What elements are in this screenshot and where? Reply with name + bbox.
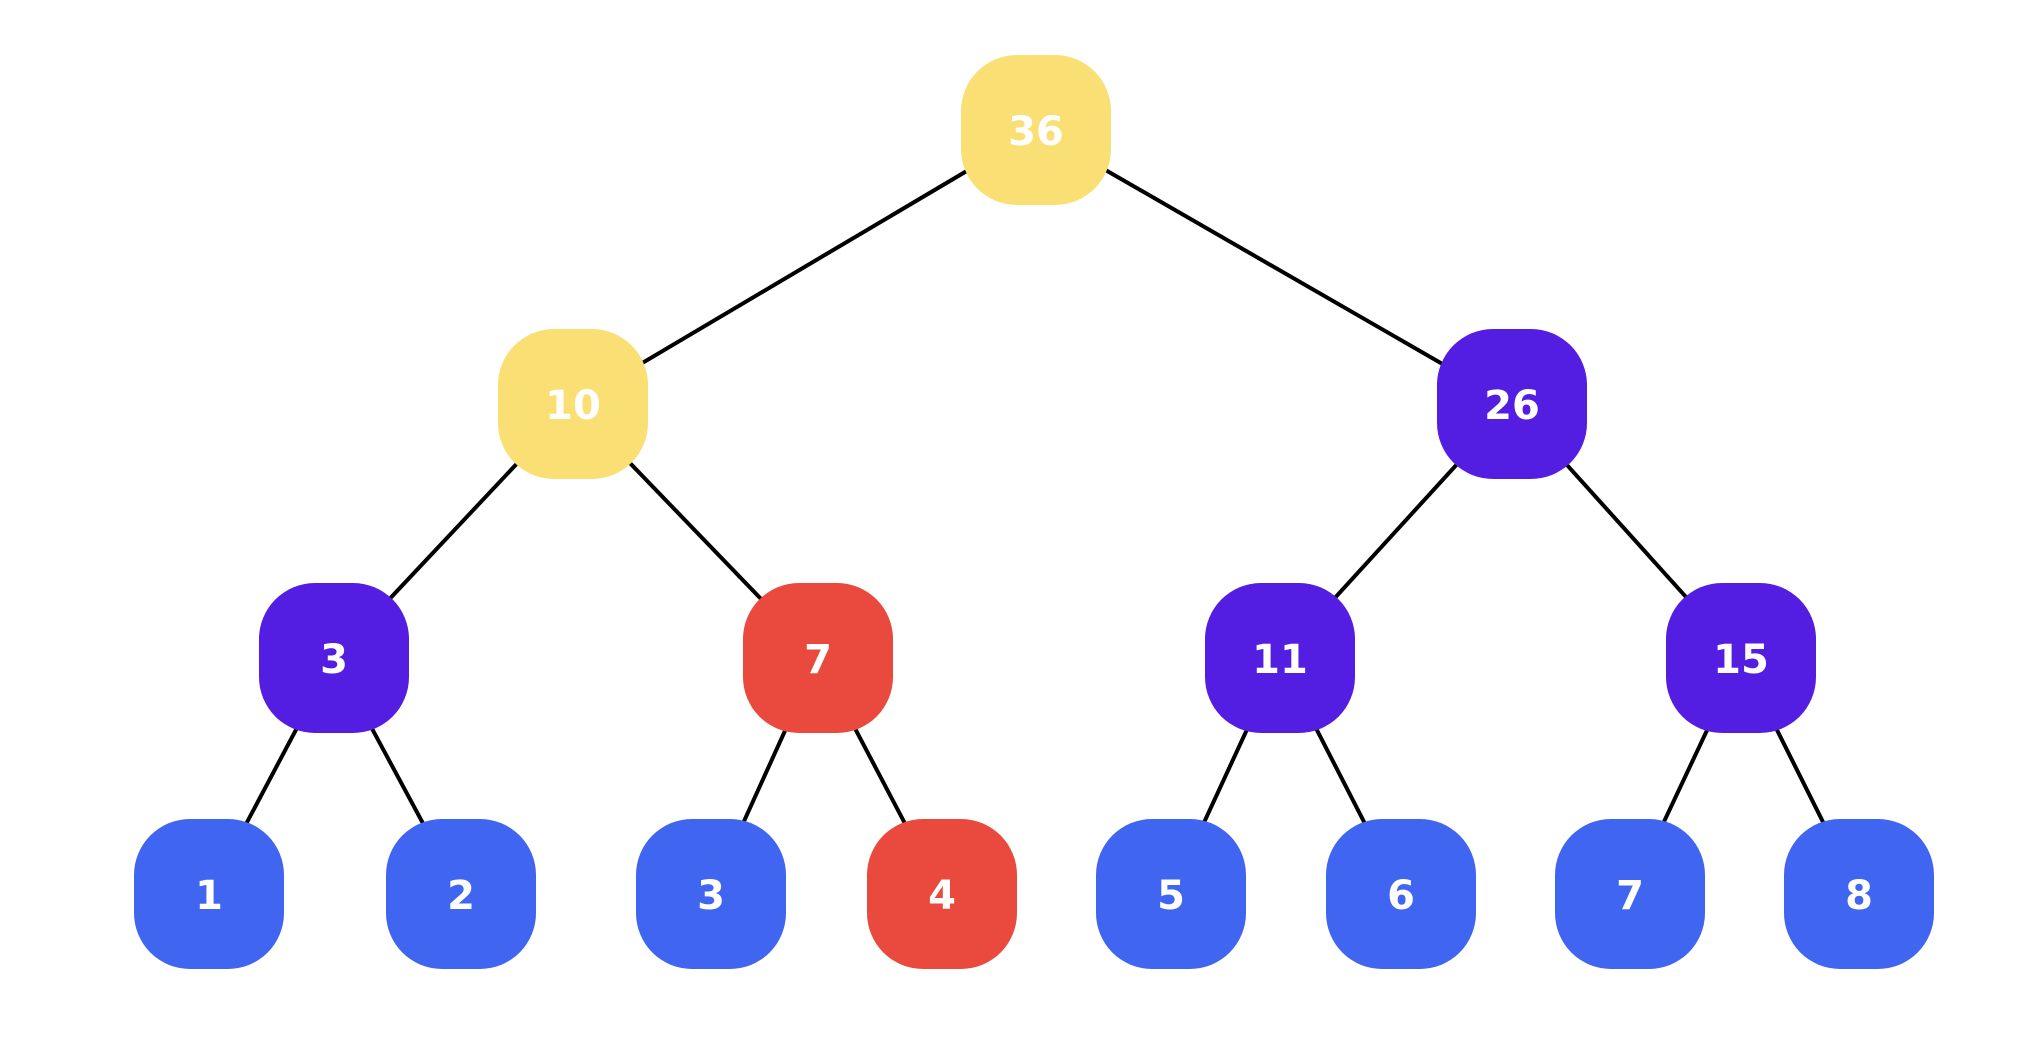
tree-node-label: 15 xyxy=(1713,637,1769,683)
tree-node-box xyxy=(259,583,409,733)
tree-node-label: 5 xyxy=(1157,873,1185,919)
tree-node-label: 4 xyxy=(928,873,956,919)
tree-node-label: 3 xyxy=(320,637,348,683)
tree-node: 8 xyxy=(1784,819,1934,969)
tree-node: 3 xyxy=(259,583,409,733)
tree-node-label: 3 xyxy=(697,873,725,919)
tree-node: 26 xyxy=(1437,329,1587,479)
tree-node: 5 xyxy=(1096,819,1246,969)
tree-edge xyxy=(1035,128,1513,406)
tree-node-box xyxy=(1326,819,1476,969)
tree-node: 4 xyxy=(867,819,1017,969)
tree-node-box xyxy=(498,329,648,479)
tree-node-box xyxy=(867,819,1017,969)
tree-node-label: 8 xyxy=(1845,873,1873,919)
tree-node-box xyxy=(134,819,284,969)
tree-node: 1 xyxy=(134,819,284,969)
tree-node-label: 36 xyxy=(1008,109,1064,155)
tree-node-box xyxy=(1555,819,1705,969)
tree-node-label: 11 xyxy=(1252,637,1308,683)
tree-node-box xyxy=(1666,583,1816,733)
tree-node-label: 7 xyxy=(1616,873,1644,919)
tree-node-label: 26 xyxy=(1484,383,1540,429)
tree-node-label: 1 xyxy=(195,873,223,919)
tree-node: 3 xyxy=(636,819,786,969)
tree-edge xyxy=(571,128,1038,406)
tree-node-box xyxy=(743,583,893,733)
tree-node: 7 xyxy=(1555,819,1705,969)
tree-node-box xyxy=(961,55,1111,205)
nodes-layer: 36 10 26 3 7 11 15 1 2 3 4 5 6 7 8 xyxy=(134,55,1934,969)
tree-node-label: 7 xyxy=(804,637,832,683)
tree-node: 2 xyxy=(386,819,536,969)
tree-node-box xyxy=(1096,819,1246,969)
tree-node-label: 10 xyxy=(545,383,601,429)
tree-node: 36 xyxy=(961,55,1111,205)
tree-node-label: 6 xyxy=(1387,873,1415,919)
tree-node: 15 xyxy=(1666,583,1816,733)
edges-layer xyxy=(207,128,1861,895)
tree-node: 6 xyxy=(1326,819,1476,969)
tree-node-box xyxy=(1437,329,1587,479)
tree-node: 7 xyxy=(743,583,893,733)
tree-node-label: 2 xyxy=(447,873,475,919)
tree-node-box xyxy=(386,819,536,969)
tree-node: 11 xyxy=(1205,583,1355,733)
tree-node-box xyxy=(1205,583,1355,733)
tree-node-box xyxy=(1784,819,1934,969)
tree-node: 10 xyxy=(498,329,648,479)
tree-node-box xyxy=(636,819,786,969)
